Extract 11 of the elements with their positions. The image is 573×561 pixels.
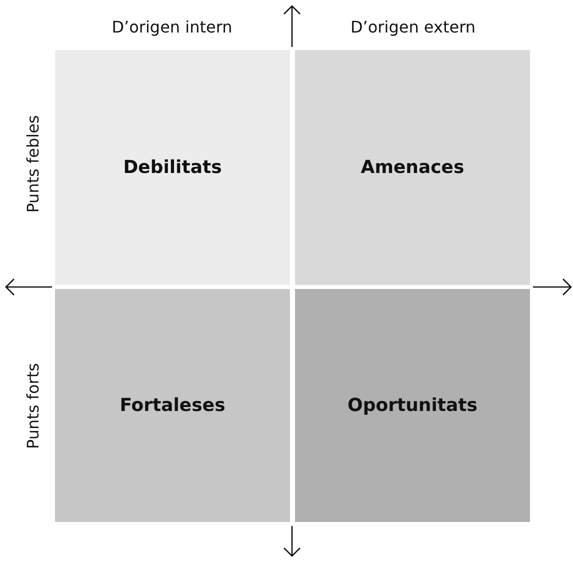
quadrant-title: Oportunitats (348, 395, 478, 416)
column-header: D’origen intern (112, 18, 232, 36)
quadrant-box (295, 289, 530, 522)
quadrant-title: Amenaces (360, 157, 464, 178)
quadrant-title: Debilitats (123, 157, 222, 178)
quadrant-title: Fortaleses (120, 395, 226, 416)
column-header: D’origen extern (350, 18, 476, 36)
quadrant-box (295, 50, 530, 285)
quadrant-box (55, 289, 290, 522)
row-header: Punts forts (24, 363, 42, 449)
row-header: Punts febles (24, 115, 42, 213)
